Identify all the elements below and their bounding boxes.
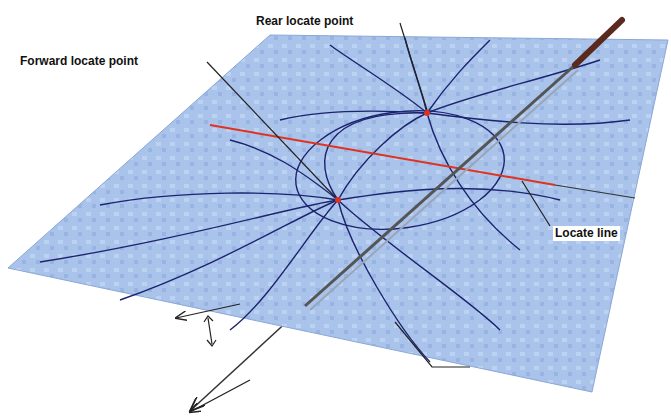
callout-label: Locate line: [553, 226, 620, 241]
cable-shadow: [310, 70, 578, 310]
locate-line: [210, 125, 555, 185]
direction-arrows: [176, 304, 250, 412]
forward-locate-point: [335, 197, 341, 203]
callout-label: Rear locate point: [254, 14, 355, 29]
cable-end: [575, 20, 622, 65]
rear-locate-point: [424, 110, 430, 116]
field-lines: [40, 38, 630, 362]
callout-label: Forward locate point: [18, 54, 140, 69]
locate-line-extension: [555, 185, 635, 198]
ground-plane: [8, 35, 668, 392]
cable: [305, 65, 575, 306]
leader-lines: [207, 23, 550, 367]
